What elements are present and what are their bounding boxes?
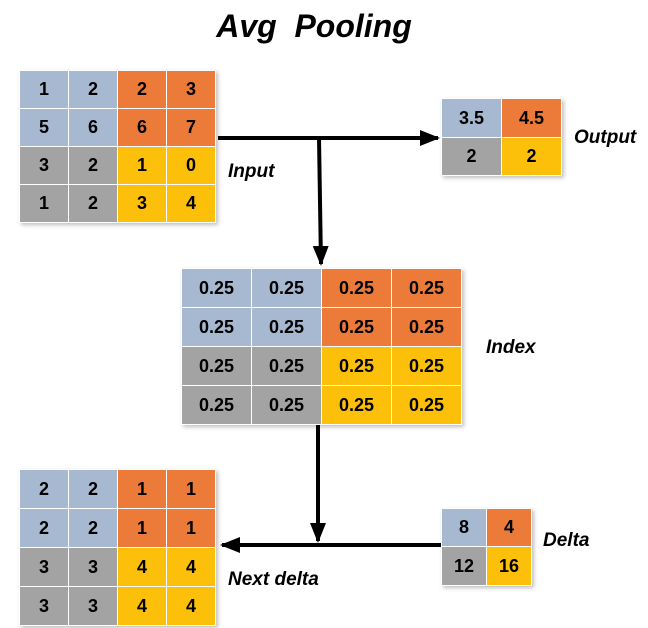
input-cell: 1: [19, 184, 69, 223]
next-delta-cell: 1: [117, 508, 167, 548]
input-cell: 2: [68, 184, 118, 223]
next-delta-cell: 1: [166, 508, 216, 548]
input-cell: 4: [166, 184, 216, 223]
index-grid: 0.25 0.25 0.25 0.25 0.25 0.25 0.25 0.25 …: [181, 268, 462, 425]
next-delta-grid: 2 2 1 1 2 2 1 1 3 3 4 4 3 3 4 4: [19, 469, 216, 626]
input-cell: 2: [68, 146, 118, 185]
delta-cell: 16: [486, 546, 532, 586]
input-cell: 2: [117, 70, 167, 109]
next-delta-cell: 2: [19, 469, 69, 509]
input-cell: 6: [68, 108, 118, 147]
input-to-index-arrow: [312, 137, 329, 266]
next-delta-cell: 4: [117, 586, 167, 626]
index-cell: 0.25: [321, 385, 392, 425]
output-label: Output: [574, 127, 637, 148]
output-cell: 2: [441, 137, 502, 176]
index-cell: 0.25: [321, 307, 392, 347]
delta-grid: 8 4 12 16: [441, 508, 532, 586]
index-cell: 0.25: [181, 385, 252, 425]
output-cell: 4.5: [501, 98, 562, 138]
next-delta-cell: 1: [117, 469, 167, 509]
next-delta-cell: 2: [19, 508, 69, 548]
next-delta-cell: 3: [68, 586, 118, 626]
input-cell: 6: [117, 108, 167, 147]
index-cell: 0.25: [321, 268, 392, 308]
input-cell: 5: [19, 108, 69, 147]
index-label: Index: [486, 337, 536, 358]
index-cell: 0.25: [251, 385, 322, 425]
delta-cell: 12: [441, 546, 487, 586]
next-delta-cell: 4: [166, 586, 216, 626]
input-cell: 1: [117, 146, 167, 185]
next-delta-cell: 3: [19, 547, 69, 587]
input-cell: 3: [19, 146, 69, 185]
index-cell: 0.25: [181, 346, 252, 386]
next-delta-cell: 1: [166, 469, 216, 509]
index-cell: 0.25: [251, 346, 322, 386]
input-cell: 7: [166, 108, 216, 147]
index-cell: 0.25: [391, 268, 462, 308]
delta-label: Delta: [543, 530, 590, 551]
index-cell: 0.25: [391, 385, 462, 425]
diagram-title: Avg Pooling: [216, 8, 412, 44]
input-cell: 3: [166, 70, 216, 109]
index-cell: 0.25: [321, 346, 392, 386]
input-cell: 1: [19, 70, 69, 109]
input-cell: 3: [117, 184, 167, 223]
output-cell: 2: [501, 137, 562, 176]
input-cell: 0: [166, 146, 216, 185]
next-delta-label: Next delta: [228, 569, 319, 590]
output-grid: 3.5 4.5 2 2: [441, 98, 562, 176]
index-cell: 0.25: [251, 307, 322, 347]
input-label: Input: [228, 161, 275, 182]
index-cell: 0.25: [391, 346, 462, 386]
input-grid: 1 2 2 3 5 6 6 7 3 2 1 0 1 2 3 4: [19, 70, 216, 223]
next-delta-cell: 3: [19, 586, 69, 626]
next-delta-cell: 4: [117, 547, 167, 587]
delta-cell: 4: [486, 508, 532, 547]
index-cell: 0.25: [391, 307, 462, 347]
